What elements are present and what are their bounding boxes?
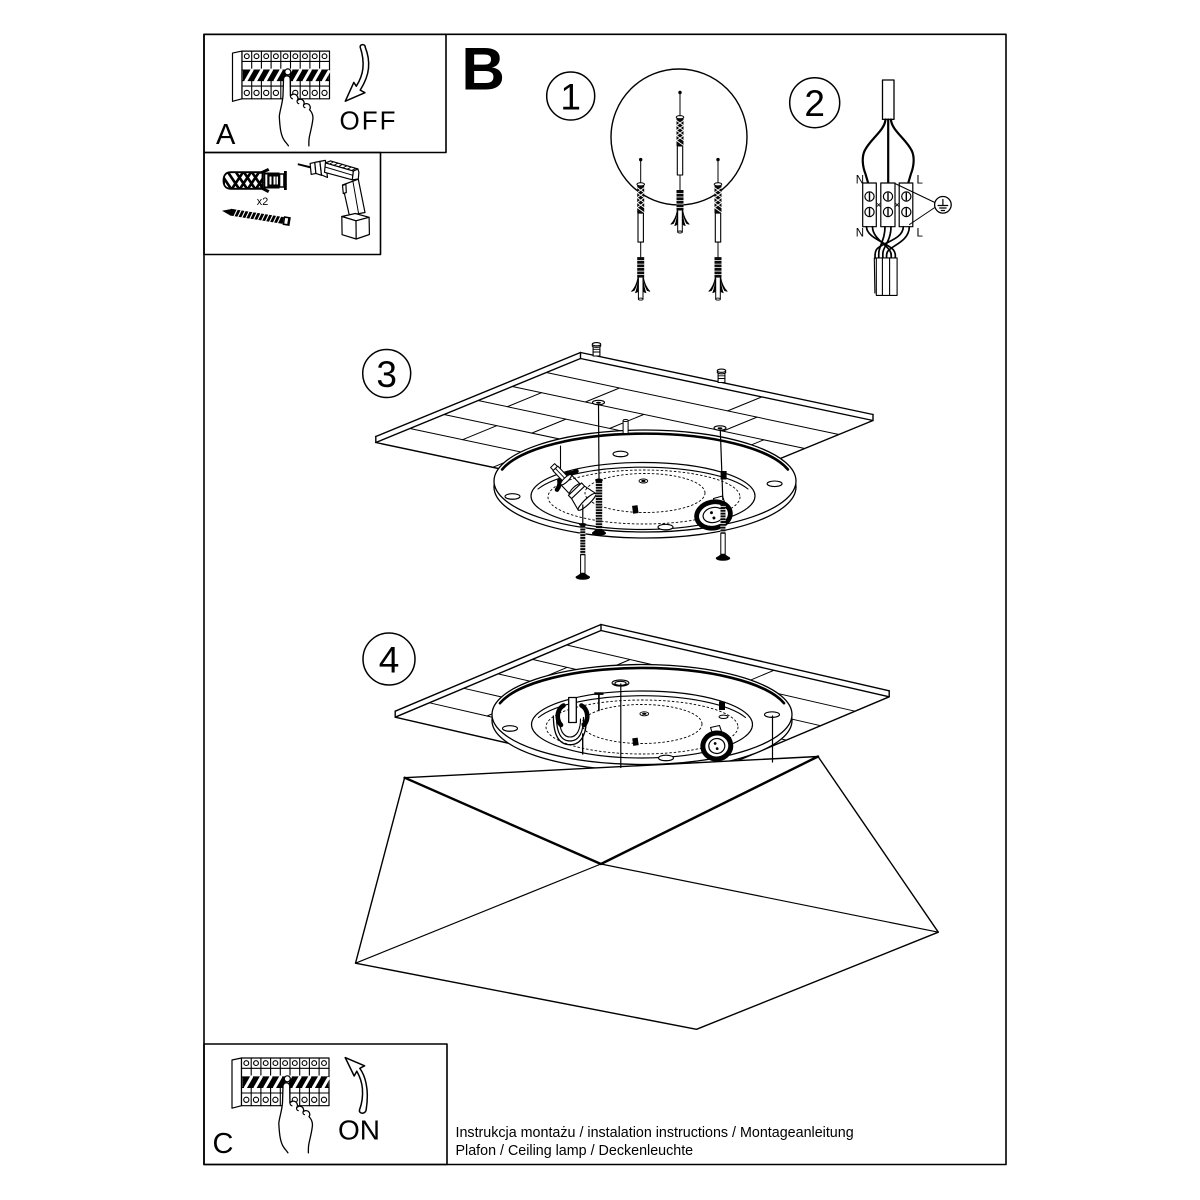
svg-text:OFF: OFF (340, 106, 398, 136)
svg-text:N: N (856, 175, 864, 187)
svg-text:C: C (213, 1128, 234, 1160)
svg-text:4: 4 (379, 640, 400, 681)
svg-text:Plafon / Ceiling lamp / Decken: Plafon / Ceiling lamp / Deckenleuchte (456, 1143, 694, 1159)
svg-text:A: A (216, 119, 236, 151)
svg-text:ON: ON (338, 1115, 380, 1146)
svg-text:L: L (917, 175, 924, 187)
svg-text:2: 2 (804, 83, 825, 124)
svg-text:Instrukcja montażu / instalati: Instrukcja montażu / instalation instruc… (456, 1125, 854, 1141)
svg-text:3: 3 (376, 354, 397, 395)
svg-text:x2: x2 (257, 196, 268, 208)
svg-text:1: 1 (560, 77, 581, 118)
svg-text:B: B (462, 36, 505, 103)
svg-text:L: L (917, 228, 924, 240)
svg-text:N: N (856, 228, 864, 240)
